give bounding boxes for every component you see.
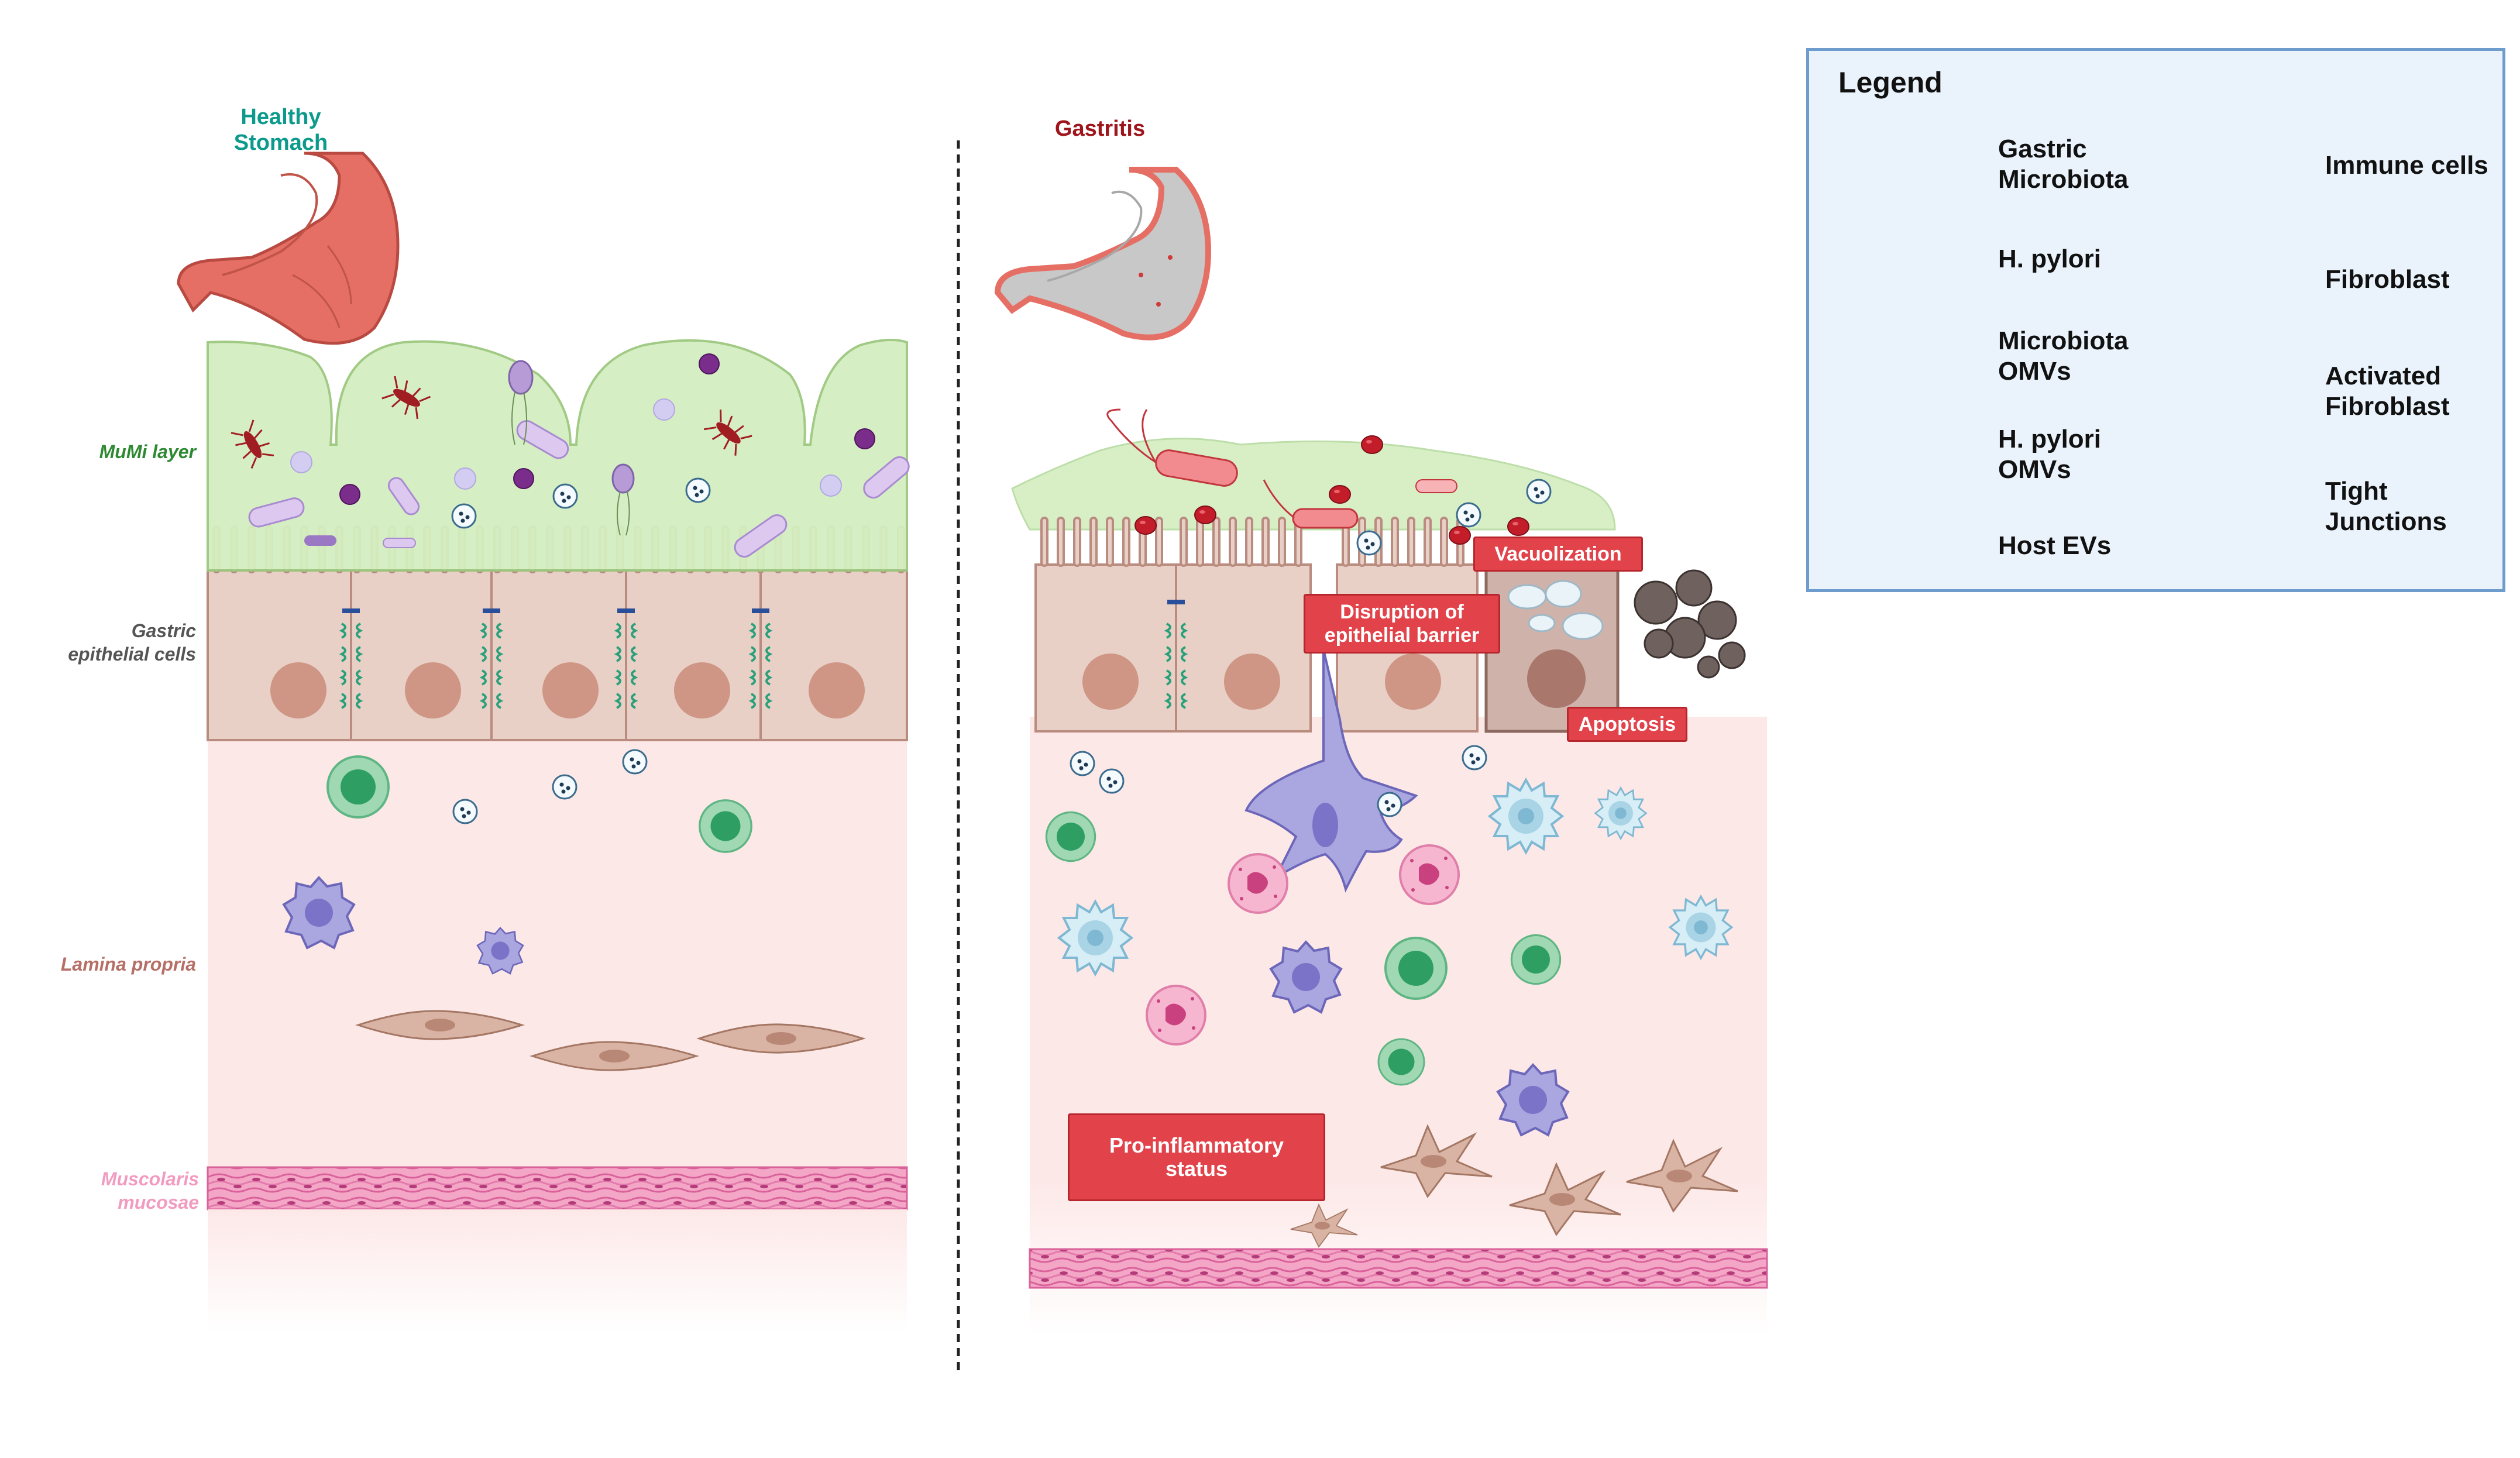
mumi-layer-label: MuMi layer <box>99 441 196 462</box>
legend-panel: Legend Gastric Microbiota H. pylori Micr… <box>1806 48 2505 592</box>
disruption-barrier-annotation: Disruption of epithelial barrier <box>1304 594 1500 654</box>
healthy-stomach-icon <box>177 152 400 345</box>
healthy-microbiota <box>228 353 910 558</box>
gastritis-muscularis <box>1029 1248 1768 1289</box>
apoptotic-bodies <box>1634 569 1746 679</box>
legend-immune-cells: Immune cells <box>2325 151 2488 180</box>
healthy-stomach-title: Healthy Stomach <box>233 105 328 155</box>
healthy-panel <box>207 339 910 1332</box>
gastritis-title: Gastritis <box>1054 116 1146 141</box>
gastritis-hpylori <box>1106 408 1552 556</box>
legend-microbiota-omvs: Microbiota OMVs <box>1998 326 2129 386</box>
legend-activated-fibroblast: Activated Fibroblast <box>2325 362 2450 421</box>
muscularis-layer <box>208 1167 907 1209</box>
legend-fibroblast: Fibroblast <box>2325 265 2450 294</box>
gastritis-tight-junctions <box>1166 600 1187 709</box>
gastritis-stomach-icon <box>994 167 1212 341</box>
proinflammatory-annotation: Pro-inflammatory status <box>1068 1113 1325 1201</box>
legend-gastric-microbiota: Gastric Microbiota <box>1998 135 2129 194</box>
dendritic-cell <box>1244 649 1418 893</box>
legend-h-pylori-omvs: H. pylori OMVs <box>1998 425 2102 484</box>
legend-tight-junctions: Tight Junctions <box>2325 477 2447 536</box>
legend-h-pylori: H. pylori <box>1998 245 2102 273</box>
epithelial-cells-label: Gastric epithelial cells <box>68 620 196 665</box>
vacuolization-annotation: Vacuolization <box>1473 537 1643 572</box>
apoptosis-annotation: Apoptosis <box>1567 707 1687 742</box>
muscularis-mucosae-label: Muscolaris mucosae <box>101 1168 199 1213</box>
gastritis-panel <box>1011 408 1768 1337</box>
legend-host-evs: Host EVs <box>1998 531 2112 560</box>
healthy-epithelium <box>207 569 908 741</box>
healthy-tight-junctions <box>341 608 771 709</box>
lamina-propria-label: Lamina propria <box>60 954 196 975</box>
legend-title: Legend <box>1838 66 1943 99</box>
